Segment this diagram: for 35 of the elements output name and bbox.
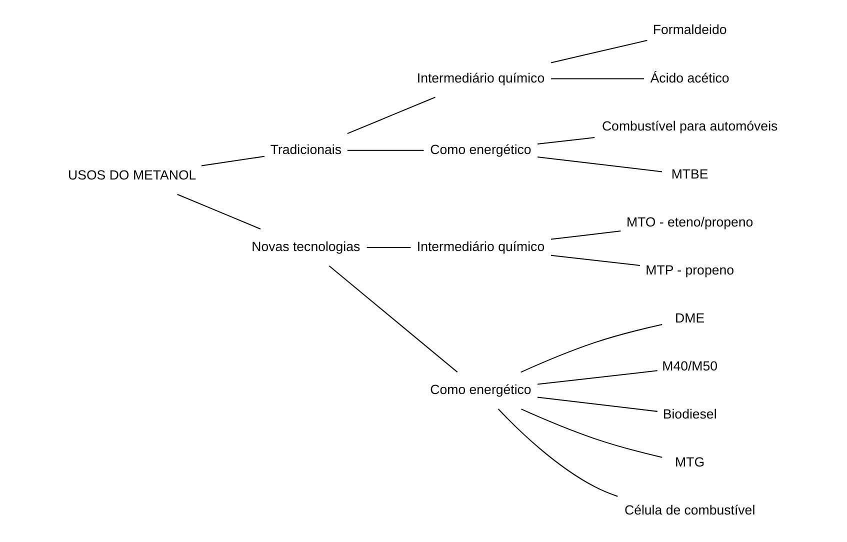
connector	[497, 408, 618, 497]
node-text: Ácido acético	[650, 70, 729, 86]
node-text: Novas tecnologias	[251, 238, 360, 254]
node-text: Como energético	[430, 382, 531, 398]
connector	[520, 324, 662, 373]
node-text: Tradicionais	[270, 142, 341, 157]
connector	[346, 96, 435, 134]
connector	[536, 137, 594, 145]
node-text: Intermediário químico	[416, 238, 544, 254]
node-text: M40/M50	[662, 358, 718, 374]
connector	[366, 246, 410, 248]
node-text: MTO - eteno/propeno	[626, 214, 753, 230]
connector	[536, 156, 662, 172]
connector	[200, 156, 264, 166]
node-text: Formaldeido	[652, 22, 726, 38]
connector	[520, 408, 662, 458]
node-text: USOS DO METANOL	[68, 167, 196, 182]
node-text: Intermediário químico	[416, 70, 544, 86]
connector	[176, 194, 260, 230]
node-text: MTG	[674, 454, 704, 470]
connector	[536, 370, 657, 385]
connector	[550, 40, 647, 64]
connector	[550, 230, 620, 240]
node-text: MTBE	[670, 166, 708, 182]
node-text: Combustível para automóveis	[601, 118, 778, 134]
node-text: Biodiesel	[662, 406, 716, 422]
connector	[328, 266, 458, 372]
node-text: DME	[674, 310, 704, 326]
connector	[346, 150, 424, 151]
node-text: MTP - propeno	[645, 262, 734, 278]
connector	[550, 78, 644, 80]
node-text: Célula de combustível	[624, 502, 755, 518]
connector	[536, 396, 657, 412]
connector	[550, 254, 640, 266]
node-text: Como energético	[430, 142, 531, 157]
